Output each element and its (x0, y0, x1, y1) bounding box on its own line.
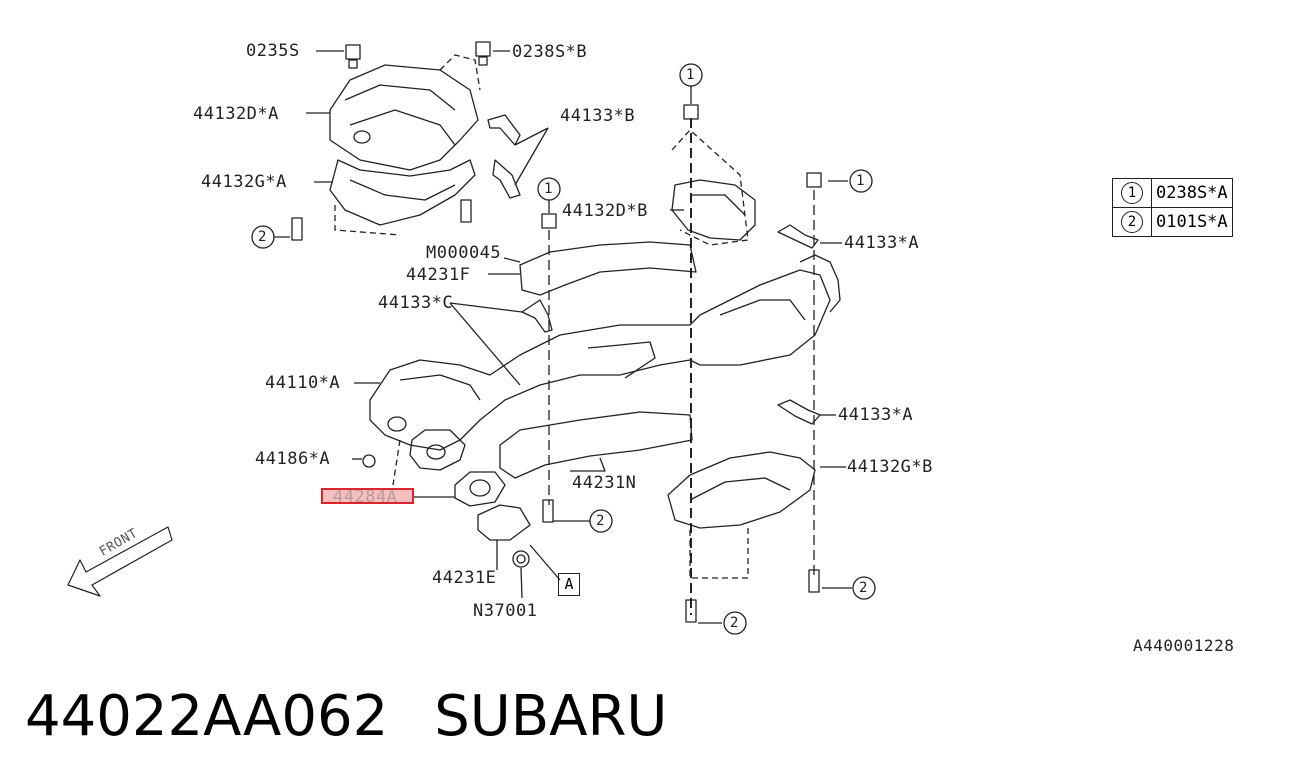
callout-1: 1 (686, 67, 695, 83)
callout-2: 2 (859, 580, 868, 596)
label-44133-a-top[interactable]: 44133*A (844, 233, 920, 253)
label-44186-a[interactable]: 44186*A (255, 449, 331, 469)
part-caption: 44022AA062 SUBARU (25, 684, 713, 750)
highlighted-part-text: 44284A (333, 487, 398, 507)
label-44231n[interactable]: 44231N (572, 473, 637, 493)
label-44231f[interactable]: 44231F (406, 265, 471, 285)
front-arrow (67, 526, 173, 597)
label-44133-c[interactable]: 44133*C (378, 293, 454, 313)
label-44110-a[interactable]: 44110*A (265, 373, 341, 393)
legend-row: 1 0238S*A (1112, 178, 1233, 208)
legend-part[interactable]: 0101S*A (1151, 207, 1233, 237)
label-n37001[interactable]: N37001 (473, 601, 538, 621)
highlighted-part-label[interactable]: 44284A (321, 487, 414, 507)
legend-num: 2 (1121, 211, 1143, 233)
legend-part[interactable]: 0238S*A (1151, 178, 1233, 208)
front-converter-upper (329, 54, 481, 236)
legend-row: 2 0101S*A (1112, 207, 1233, 237)
diagram-code: A440001228 (1133, 636, 1235, 655)
label-0235s[interactable]: 0235S (246, 41, 300, 61)
brand-name: SUBARU (434, 684, 668, 749)
label-44132g-b[interactable]: 44132G*B (847, 457, 933, 477)
callout-2: 2 (258, 229, 267, 245)
view-a-box: A (558, 573, 580, 596)
callout-2: 2 (730, 615, 739, 631)
callout-2: 2 (596, 513, 605, 529)
callout-1: 1 (856, 173, 865, 189)
label-44132d-a[interactable]: 44132D*A (193, 104, 279, 124)
label-44132d-b[interactable]: 44132D*B (562, 201, 648, 221)
label-44132g-a[interactable]: 44132G*A (201, 172, 287, 192)
callout-circles (251, 63, 876, 635)
label-44231e[interactable]: 44231E (432, 568, 497, 588)
exhaust-diagram (67, 41, 876, 635)
nut-0235s (345, 44, 361, 69)
label-0238s-b[interactable]: 0238S*B (512, 42, 588, 62)
fastener-legend: 1 0238S*A 2 0101S*A (1112, 178, 1233, 237)
main-pipe (369, 254, 841, 471)
label-m000045[interactable]: M000045 (426, 243, 502, 263)
legend-num: 1 (1121, 182, 1143, 204)
nut-0238sb (475, 41, 491, 66)
label-44133-a-mid[interactable]: 44133*A (838, 405, 914, 425)
label-44133-b[interactable]: 44133*B (560, 106, 636, 126)
part-number: 44022AA062 (25, 684, 389, 749)
callout-1: 1 (544, 181, 553, 197)
